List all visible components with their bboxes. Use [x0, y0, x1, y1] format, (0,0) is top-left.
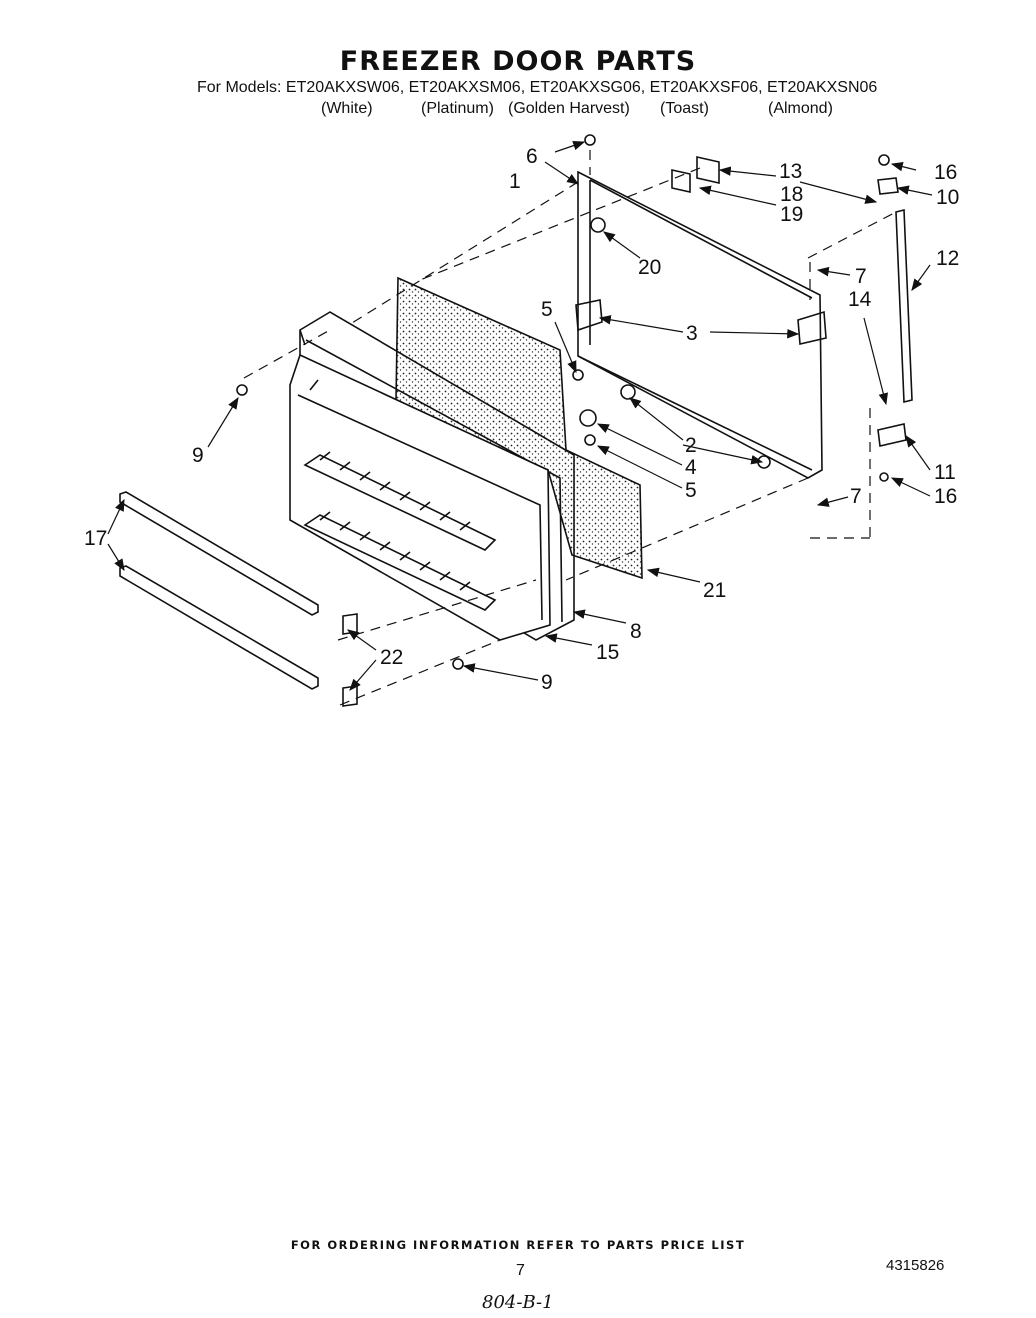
callout-13: 13	[779, 160, 802, 183]
insulation-pad-19	[671, 169, 691, 193]
door-handle	[895, 208, 913, 404]
callout-3: 3	[686, 322, 698, 345]
callout-16-lower: 16	[934, 485, 957, 508]
color-white: (White)	[321, 100, 373, 117]
callout-4: 4	[685, 456, 697, 479]
callout-15: 15	[596, 641, 619, 664]
callout-5-lower: 5	[685, 479, 697, 502]
color-golden-harvest: (Golden Harvest)	[508, 100, 630, 117]
callout-6: 6	[526, 145, 538, 168]
screw-5-upper	[572, 369, 584, 381]
page-title: FREEZER DOOR PARTS	[339, 46, 697, 77]
callout-9-bottom: 9	[541, 671, 553, 694]
callout-12: 12	[936, 247, 959, 270]
callout-20: 20	[638, 256, 661, 279]
page-number: 7	[516, 1262, 525, 1279]
callout-14: 14	[848, 288, 872, 311]
callout-7-lower: 7	[850, 485, 862, 508]
hinge-bracket-left	[575, 299, 603, 332]
door-liner	[289, 353, 551, 641]
screw-16-bottom	[879, 472, 889, 482]
callout-8: 8	[630, 620, 642, 643]
callout-19: 19	[780, 203, 803, 226]
color-platinum: (Platinum)	[421, 100, 494, 117]
screw-16-top	[878, 154, 890, 166]
callout-11: 11	[934, 461, 956, 484]
hinge-bracket-right	[797, 310, 827, 345]
hinge-top	[877, 177, 899, 195]
ordering-note: FOR ORDERING INFORMATION REFER TO PARTS …	[290, 1238, 746, 1252]
callout-1: 1	[509, 170, 521, 193]
screw-5-lower	[584, 434, 596, 446]
callout-17: 17	[84, 527, 107, 550]
shelf-bar-lower	[119, 565, 319, 690]
door-shelf-lower	[303, 511, 497, 611]
plug-20	[590, 217, 606, 233]
callout-16-upper: 16	[934, 161, 957, 184]
callout-21: 21	[703, 579, 726, 602]
screw-6	[584, 134, 596, 146]
shelf-bar-upper	[119, 491, 319, 616]
callout-5-upper: 5	[541, 298, 553, 321]
hinge-bottom	[877, 423, 907, 447]
color-almond: (Almond)	[768, 100, 833, 117]
callout-2: 2	[685, 434, 697, 457]
door-shelf-upper	[303, 451, 497, 551]
document-part-number: 4315826	[886, 1257, 945, 1274]
callout-22: 22	[380, 646, 403, 669]
callout-9-left: 9	[192, 444, 204, 467]
insulation-pad-18	[696, 155, 720, 185]
models-line: For Models: ET20AKXSW06, ET20AKXSM06, ET…	[197, 79, 878, 96]
washer-4	[579, 409, 597, 427]
callout-7-upper: 7	[855, 265, 867, 288]
screw-9-left	[236, 384, 248, 396]
handwritten-note: 804-B-1	[482, 1292, 554, 1313]
callout-18: 18	[780, 183, 803, 206]
stud-2a	[620, 384, 636, 400]
callout-10: 10	[936, 186, 959, 209]
color-toast: (Toast)	[660, 100, 709, 117]
screw-9-bottom	[452, 658, 464, 670]
